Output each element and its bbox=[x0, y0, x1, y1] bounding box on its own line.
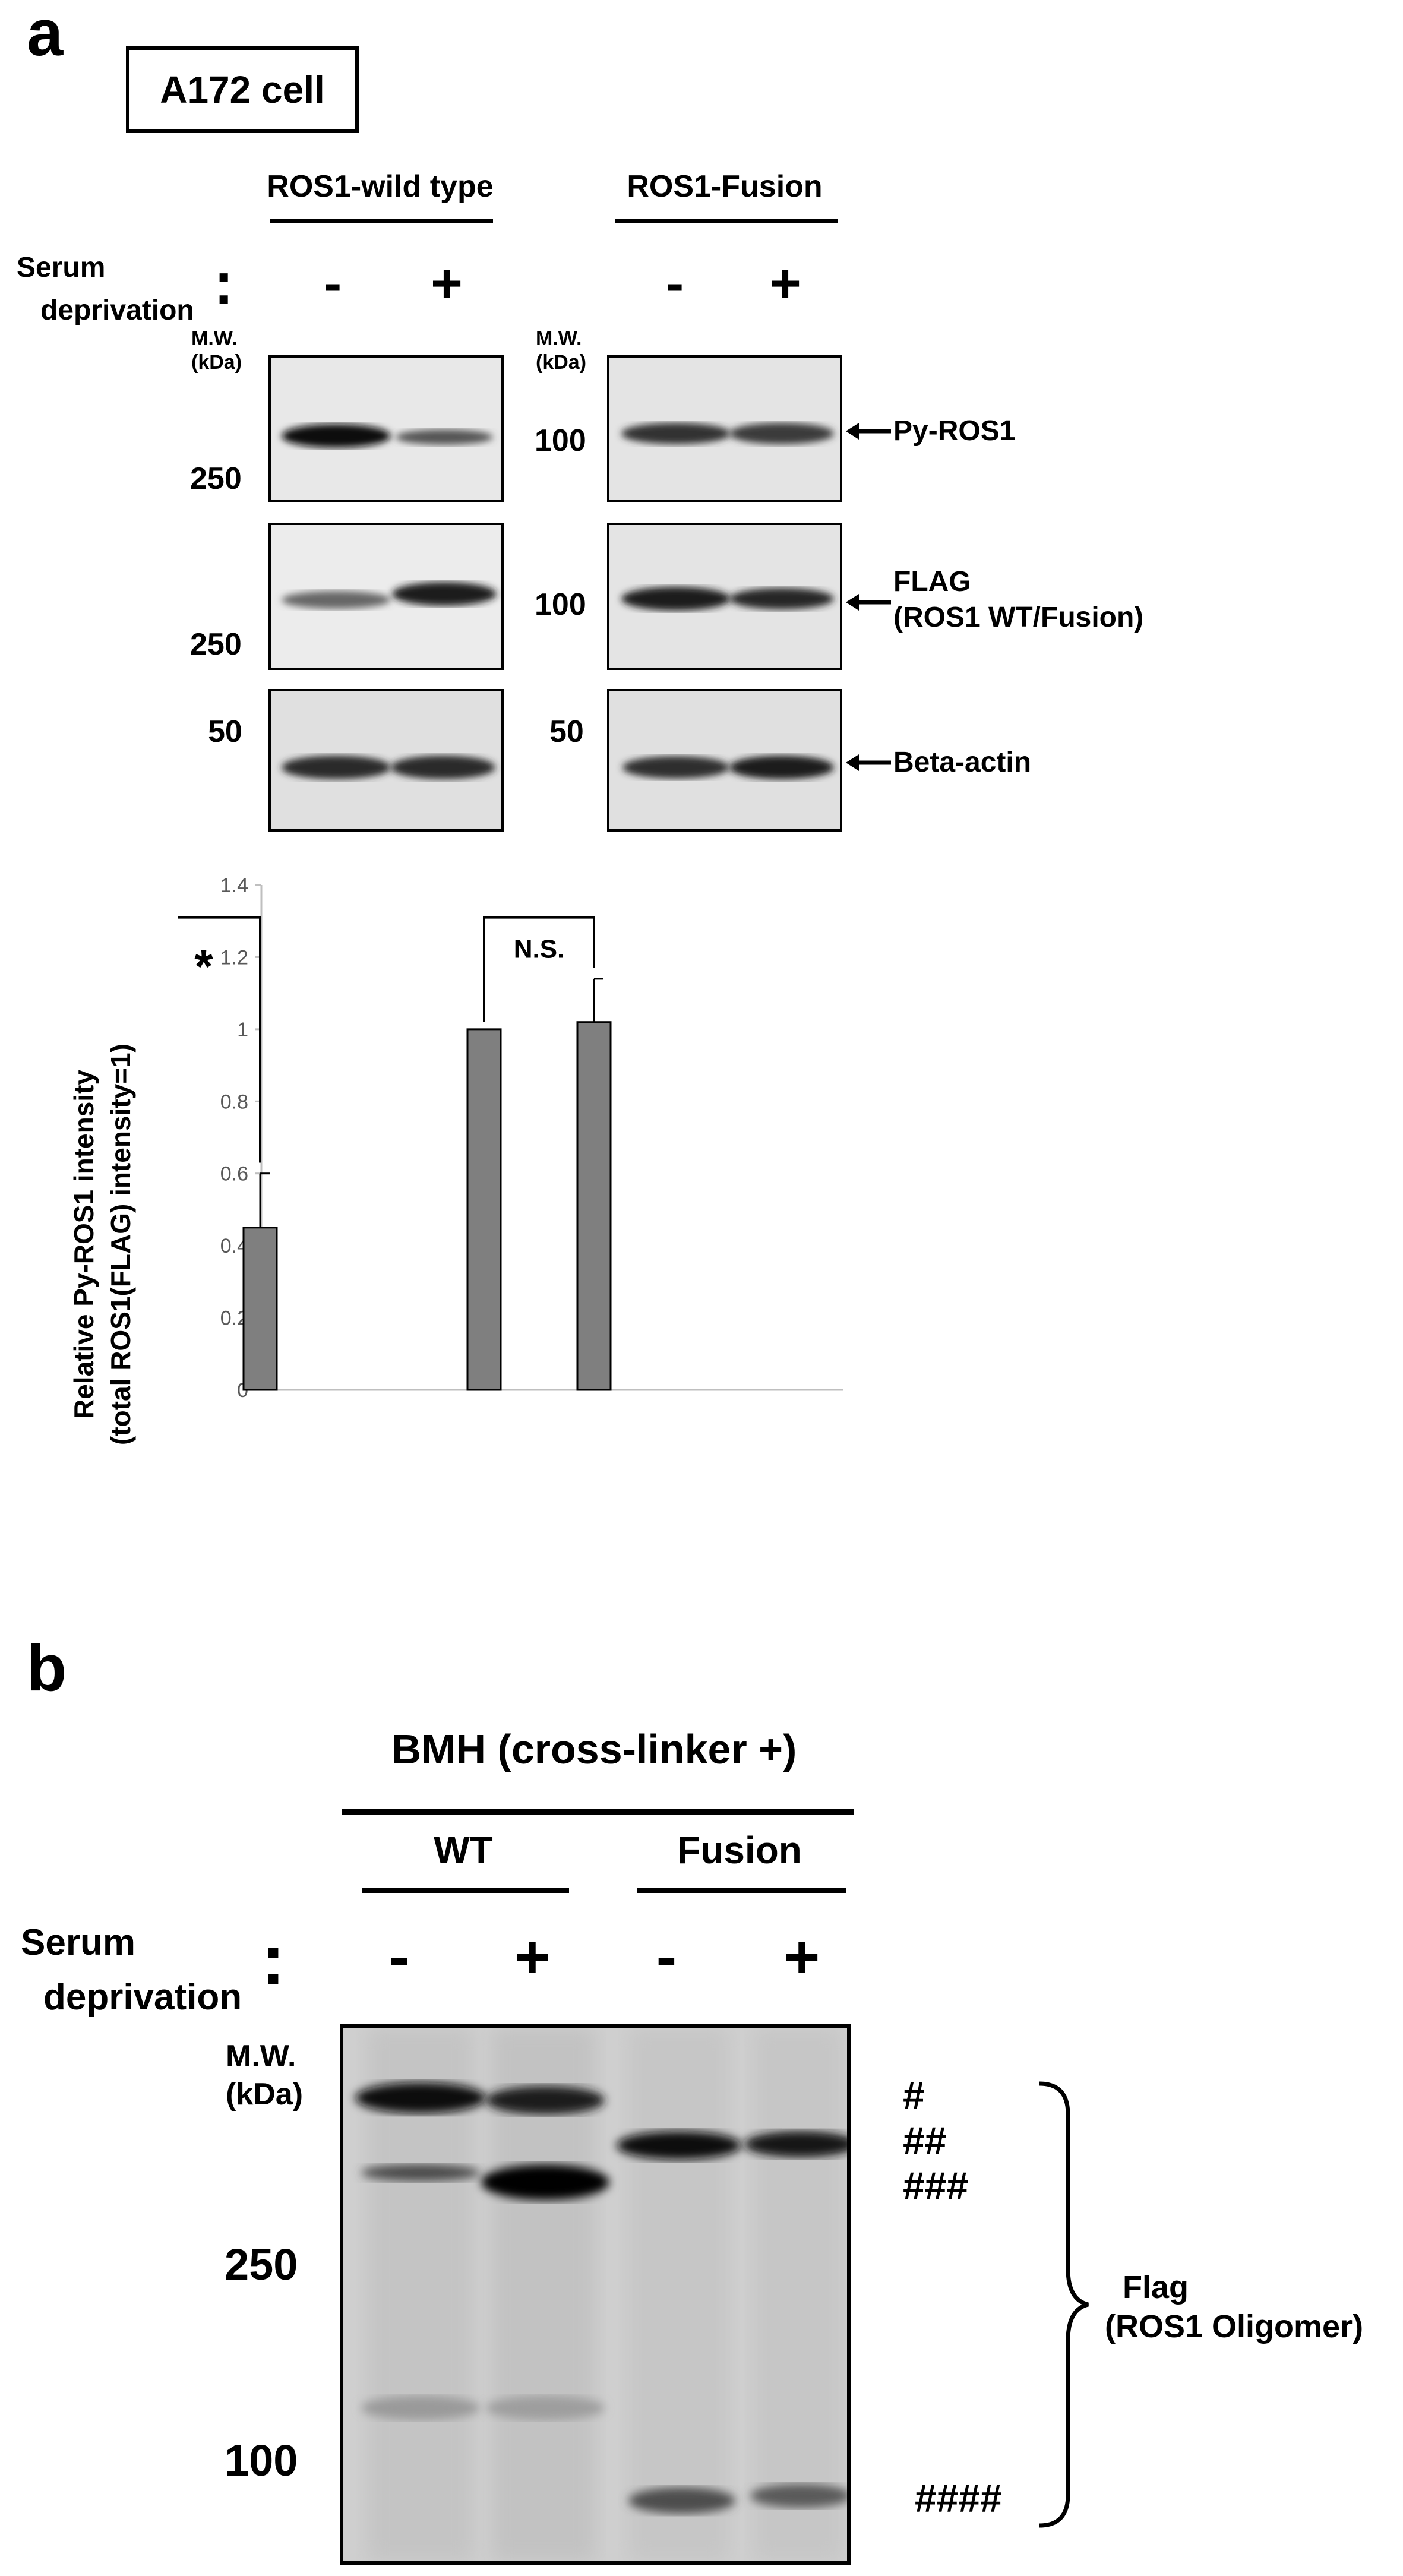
band-label-flag-line2: (ROS1 WT/Fusion) bbox=[893, 602, 1144, 633]
serum-colon-b: : bbox=[261, 1920, 285, 1999]
mw-header-a-left-line2: (kDa) bbox=[191, 351, 242, 374]
bar bbox=[242, 1227, 278, 1391]
panel-b-title-underline bbox=[342, 1809, 854, 1815]
serum-label-b-line2: deprivation bbox=[43, 1977, 242, 2018]
group-underline-wild-type bbox=[270, 219, 493, 223]
blot-wt-flag-bands bbox=[282, 582, 497, 609]
group-underline-fusion-b bbox=[637, 1888, 846, 1893]
band-label-flag: FLAG (ROS1 WT/Fusion) bbox=[893, 564, 1143, 636]
mw-marker-b-2: 100 bbox=[225, 2436, 298, 2485]
blot-wt-beta-actin bbox=[268, 689, 504, 832]
ylabel-a-line2: (total ROS1(FLAG) intensity=1) bbox=[105, 1044, 136, 1445]
serum-label-a: Serum deprivation bbox=[17, 246, 194, 332]
arrow-left-icon bbox=[846, 594, 891, 611]
cell-line-label: A172 cell bbox=[126, 46, 359, 133]
band-mark-2: ## bbox=[903, 2119, 947, 2163]
bar bbox=[466, 1028, 502, 1391]
mw-marker-a-right-2: 100 bbox=[535, 587, 586, 622]
blot-wt-beta-actin-bands bbox=[282, 756, 495, 779]
y-tick-label: 1.2 bbox=[220, 946, 248, 969]
mw-header-b-line2: (kDa) bbox=[226, 2077, 304, 2112]
blot-fusion-py-ros1 bbox=[607, 355, 842, 502]
group-header-wt: WT bbox=[434, 1829, 493, 1872]
panel-b-title: BMH (cross-linker +) bbox=[391, 1726, 797, 1772]
mw-marker-b-1: 250 bbox=[225, 2240, 298, 2289]
group-header-fusion-b: Fusion bbox=[677, 1829, 802, 1872]
lane-sign-b-3: - bbox=[656, 1923, 677, 1992]
mw-marker-a-left-3: 50 bbox=[208, 715, 242, 749]
mw-marker-a-left-2: 250 bbox=[190, 627, 242, 662]
band-label-beta-actin: Beta-actin bbox=[893, 747, 1032, 778]
blot-wt-py-ros1 bbox=[268, 355, 504, 502]
mw-header-a-right-line1: M.W. bbox=[536, 327, 582, 350]
mw-header-a-left: M.W. (kDa) bbox=[191, 327, 242, 374]
serum-label-b-line1: Serum bbox=[21, 1922, 135, 1963]
serum-colon-a: : bbox=[214, 250, 234, 317]
blot-wt-py-ros1-bands bbox=[282, 424, 493, 448]
mw-header-a-right: M.W. (kDa) bbox=[536, 327, 586, 374]
mw-header-b-line1: M.W. bbox=[226, 2039, 296, 2074]
significance-label: * bbox=[194, 940, 213, 993]
lane-sign-b-1: - bbox=[388, 1923, 410, 1992]
serum-label-a-line2: deprivation bbox=[40, 295, 194, 326]
lane-sign-b-2: + bbox=[514, 1923, 551, 1992]
blot-fusion-flag-bands bbox=[621, 587, 834, 611]
significance-bracket bbox=[178, 916, 261, 1163]
band-label-flag-line1: FLAG bbox=[893, 566, 971, 598]
ylabel-a: Relative Py-ROS1 intensity (total ROS1(F… bbox=[65, 1013, 148, 1476]
arrow-icons-a bbox=[846, 423, 891, 771]
bar-chart: 00.20.40.60.811.21.4*N.S. bbox=[178, 874, 843, 1402]
group-header-fusion: ROS1-Fusion bbox=[627, 169, 823, 204]
blot-fusion-flag bbox=[607, 523, 842, 670]
ylabel-a-line1: Relative Py-ROS1 intensity bbox=[68, 1070, 99, 1419]
group-header-wild-type: ROS1-wild type bbox=[267, 169, 494, 204]
lane-sign-a-4: + bbox=[769, 253, 801, 314]
blot-bmh-flag-bands bbox=[343, 2028, 847, 2561]
lane-sign-a-3: - bbox=[665, 253, 684, 314]
blot-bmh-flag bbox=[340, 2024, 851, 2565]
y-tick-label: 0.8 bbox=[220, 1091, 248, 1113]
blot-fusion-beta-actin-bands bbox=[622, 756, 834, 779]
blot-fusion-py-ros1-bands bbox=[621, 423, 834, 444]
bracket-label-line1: Flag bbox=[1123, 2270, 1189, 2305]
curly-brace-icon bbox=[1039, 2081, 1089, 2528]
band-mark-3: ### bbox=[903, 2164, 969, 2208]
lane-sign-a-1: - bbox=[323, 253, 342, 314]
mw-marker-a-left-1: 250 bbox=[190, 462, 242, 496]
band-label-py-ros1: Py-ROS1 bbox=[893, 415, 1016, 447]
serum-label-a-line1: Serum bbox=[17, 252, 106, 283]
serum-label-b: Serum deprivation bbox=[21, 1916, 242, 2025]
significance-label: N.S. bbox=[514, 935, 565, 964]
mw-header-a-left-line1: M.W. bbox=[191, 327, 238, 350]
band-mark-1: # bbox=[903, 2074, 925, 2117]
arrow-left-icon bbox=[846, 754, 891, 771]
mw-marker-a-right-3: 50 bbox=[549, 715, 584, 749]
bar bbox=[576, 1021, 612, 1391]
lane-sign-b-4: + bbox=[783, 1923, 820, 1992]
panel-a-letter: a bbox=[27, 0, 64, 69]
mw-header-a-right-line2: (kDa) bbox=[536, 351, 587, 374]
y-tick-label: 0.6 bbox=[220, 1163, 248, 1186]
lane-sign-a-2: + bbox=[431, 253, 463, 314]
bracket-label-line2: (ROS1 Oligomer) bbox=[1105, 2309, 1364, 2344]
blot-fusion-beta-actin bbox=[607, 689, 842, 832]
mw-marker-a-right-1: 100 bbox=[535, 423, 586, 458]
band-mark-4: #### bbox=[915, 2476, 1002, 2520]
mw-header-b: M.W. (kDa) bbox=[226, 2037, 303, 2113]
arrow-left-icon bbox=[846, 423, 891, 440]
significance-bracket bbox=[483, 916, 595, 1022]
bracket-label: Flag (ROS1 Oligomer) bbox=[1105, 2268, 1363, 2346]
y-tick-label: 1 bbox=[237, 1019, 248, 1041]
group-underline-fusion bbox=[615, 219, 838, 223]
y-tick-label: 1.4 bbox=[220, 874, 248, 897]
group-underline-wt bbox=[362, 1888, 569, 1893]
panel-b-letter: b bbox=[27, 1632, 67, 1705]
blot-wt-flag bbox=[268, 523, 504, 670]
